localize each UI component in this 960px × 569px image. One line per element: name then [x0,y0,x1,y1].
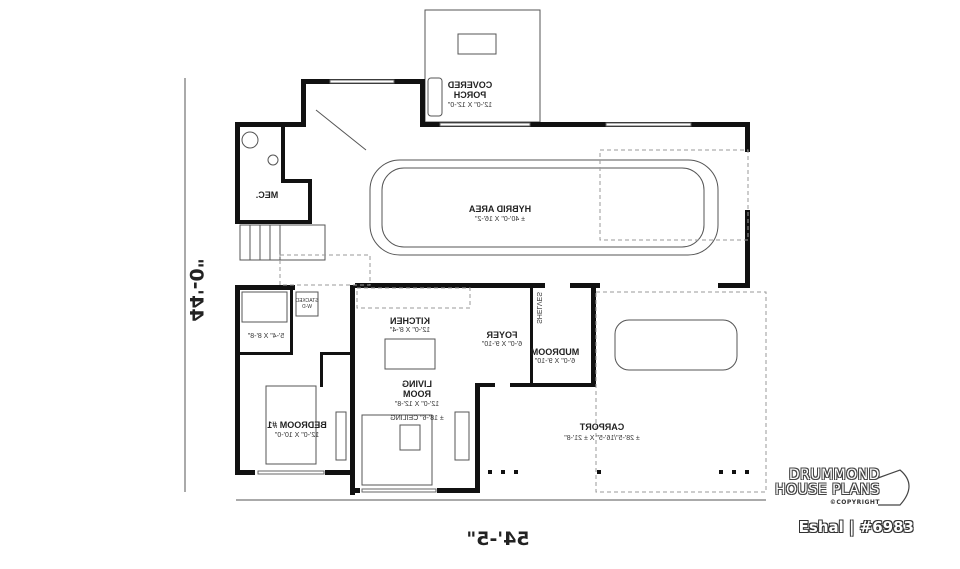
mudroom-dims: 6'-0" X 9'-10" [534,358,575,365]
kitchen-label: KITCHEN [390,316,430,326]
kitchen-dims: 12'-0" X 8'-4" [389,327,430,334]
mec-label: MEC. [256,190,279,200]
bed-icon [265,385,317,465]
porch-dims: 12'-0" X 12'-0" [447,102,492,109]
kitchen-counter [356,287,471,309]
hybrid-label: HYBRID AREA [468,204,531,214]
porch-table-icon [457,33,497,55]
laundry-label: STACKED [295,298,319,304]
washer-dryer-icon [295,291,319,317]
shelves-label: SHELVES [535,292,542,324]
carport-posts [488,470,749,474]
window [329,79,395,84]
width-dimension: 54'-5" [466,528,529,550]
foyer-dims: 6'-0" X 9'-10" [481,341,522,348]
carport-dims: ± 28'-5"/16'-5" X ± 21'-8" [564,435,640,442]
sofa-icon [361,414,433,486]
plan-name: Eshal | #6983 [798,518,914,536]
tv-console-icon [454,411,470,461]
bicycle-icon [315,109,367,151]
bedroom-dims: 12'-0" X 10'-0" [274,432,319,439]
hybrid-dims: ± 40'-0" X 16'-2" [474,216,525,223]
equipment-icon [267,154,279,166]
copyright: ©COPYRIGHT [829,499,880,506]
walls [235,79,750,495]
carport-outline [595,291,767,493]
dashed-zone [279,254,371,286]
bus-inner [381,167,705,248]
porch-label: PORCH [454,90,487,100]
bath-dims: 5'-4" X 8'-8" [247,333,284,340]
window [439,122,531,127]
carport-label: CARPORT [579,422,624,432]
porch-chair-icon [427,77,443,117]
brand-line1: DRUMMOND [788,467,880,483]
coffee-table-icon [399,424,421,451]
living-dims: 12'-0" X 12'-8" [394,401,439,408]
bus-outline [369,159,719,256]
car-icon [614,319,738,371]
foyer-label: FOYER [486,330,518,340]
brand-logo: DRUMMOND HOUSE PLANS ©COPYRIGHT [775,468,880,507]
drummond-logo-mark [877,469,910,506]
porch-label: COVERED [447,80,492,90]
hybrid-dashed-zone [599,149,749,241]
depth-dimension: 44'-0" [185,258,207,321]
shower-icon [241,291,288,323]
kitchen-island [384,338,436,370]
brand-line2: HOUSE PLANS [775,482,880,498]
mudroom-label: MUDROOM [531,347,580,357]
window [257,470,325,475]
laundry-label: W-D [302,304,312,310]
bedroom-label: BEDROOM #1 [267,420,327,430]
living-ceiling: ± 18'-6" CEILING [390,415,444,422]
window [605,122,692,127]
living-label: ROOM [403,389,431,399]
dresser-icon [335,411,347,461]
stairs [239,224,326,261]
window [361,488,437,493]
water-heater-icon [241,131,259,149]
living-label: LIVING [402,379,432,389]
